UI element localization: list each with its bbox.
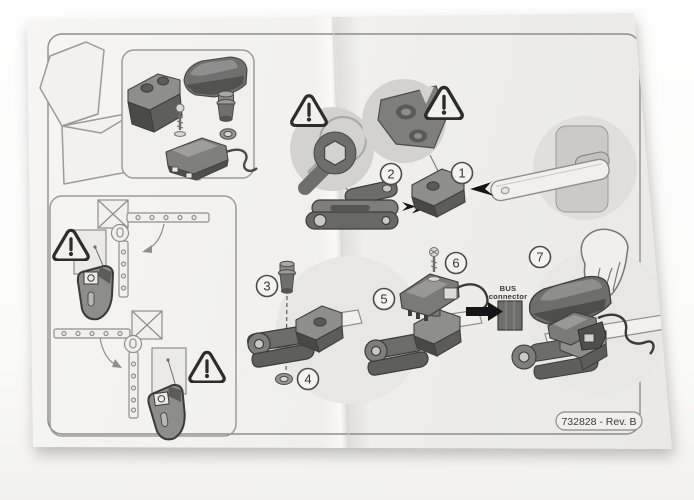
revision-label: 732828 - Rev. B bbox=[555, 411, 643, 431]
screw-and-washer bbox=[427, 247, 441, 282]
linkage-arm bbox=[305, 180, 399, 230]
warning-icon bbox=[290, 94, 328, 127]
leader-line bbox=[429, 154, 440, 174]
plug-part bbox=[216, 90, 236, 122]
mounting-panel-border bbox=[49, 195, 237, 437]
linkage-arm bbox=[247, 325, 315, 368]
linkage-arm bbox=[364, 333, 429, 376]
step-6-number: 6 bbox=[452, 256, 459, 271]
barrier-diagram-bottom bbox=[53, 310, 187, 419]
step-7-number: 7 bbox=[536, 250, 543, 265]
steps-5-6-assembly: 5 6 BUS connector bbox=[364, 247, 528, 376]
warning-icon bbox=[188, 350, 226, 383]
sensor-device-top bbox=[76, 264, 115, 321]
bracket-on-arm bbox=[411, 168, 466, 218]
mounting-position-panel bbox=[49, 195, 237, 441]
bracket-underside-icon bbox=[377, 85, 449, 149]
unboxing-illustration bbox=[39, 41, 258, 185]
step-7-badge: 7 bbox=[528, 245, 552, 269]
step-6-badge: 6 bbox=[444, 251, 468, 275]
step-5-badge: 5 bbox=[372, 287, 396, 311]
sheet-border bbox=[47, 33, 641, 435]
sensor-part bbox=[165, 137, 258, 181]
sensor-device bbox=[399, 273, 460, 321]
sensor-device-bottom bbox=[147, 383, 186, 441]
bus-connector: BUS connector bbox=[466, 284, 528, 331]
arrow-left bbox=[470, 180, 494, 196]
device-cable bbox=[597, 313, 655, 355]
step-2-badge: 2 bbox=[379, 162, 403, 186]
wrench-icon bbox=[298, 116, 367, 195]
step-5-number: 5 bbox=[380, 292, 387, 307]
step-3-badge: 3 bbox=[255, 274, 279, 298]
step-7-assembly: 7 bbox=[511, 228, 667, 380]
flat-arm bbox=[490, 151, 610, 202]
cover-part bbox=[183, 56, 248, 98]
step-3-number: 3 bbox=[263, 279, 270, 294]
assembled-device bbox=[511, 311, 655, 380]
step-1-badge: 1 bbox=[450, 161, 474, 185]
step-1-number: 1 bbox=[458, 166, 465, 181]
step-2-number: 2 bbox=[387, 167, 394, 182]
bus-label-line2: connector bbox=[489, 292, 528, 301]
plug-bolt bbox=[278, 260, 296, 294]
step-4-number: 4 bbox=[304, 372, 311, 387]
nut-part bbox=[219, 128, 237, 140]
bracket-part bbox=[127, 73, 183, 133]
step-4-badge: 4 bbox=[296, 367, 320, 391]
rotation-arrow bbox=[145, 223, 165, 251]
steps-3-4-assembly: 3 4 bbox=[247, 260, 363, 391]
steps-1-2-assembly: 2 1 bbox=[290, 79, 637, 230]
nut bbox=[275, 373, 293, 385]
screw-part bbox=[174, 103, 186, 137]
arrow-into-connector bbox=[466, 307, 488, 316]
cover-being-placed bbox=[528, 275, 612, 325]
bus-label-line1: BUS bbox=[500, 284, 517, 293]
revision-text: 732828 - Rev. B bbox=[561, 416, 636, 428]
bracket bbox=[295, 305, 344, 353]
sensor-cable bbox=[456, 283, 489, 310]
